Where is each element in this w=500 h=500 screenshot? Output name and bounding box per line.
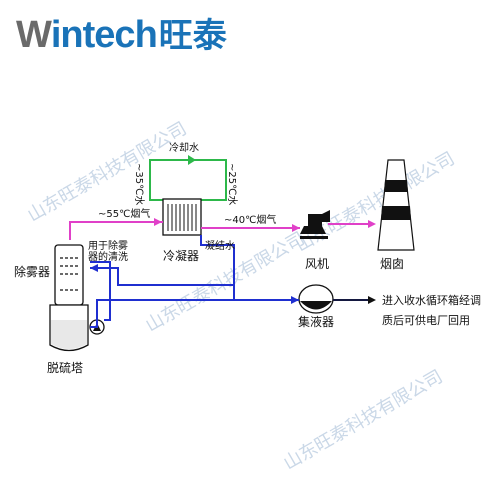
label-fan: 风机 (305, 257, 329, 271)
label-flue-55: ~55℃烟气 (98, 207, 150, 220)
watermark-3: 山东旺泰科技有限公司 (280, 366, 446, 474)
arrow-to-reuse (368, 296, 376, 304)
label-destination-2: 质后可供电厂回用 (382, 313, 470, 327)
label-flue-40: ~40℃烟气 (224, 213, 276, 226)
label-temp-35: ~35℃水 (133, 163, 145, 205)
label-demister: 除雾器 (14, 264, 50, 279)
cooling-water-loop (149, 159, 227, 201)
chimney-icon (377, 159, 415, 251)
arrow-to-chimney (368, 220, 376, 228)
label-collector: 集液器 (298, 314, 334, 329)
label-wash-1: 用于除雾 (88, 239, 128, 252)
tower-liquid (51, 320, 87, 349)
arrow-cold-water (188, 155, 196, 165)
arrow-flue-in (154, 218, 162, 226)
fan-icon (300, 210, 330, 239)
label-temp-25: ~25℃水 (226, 163, 238, 205)
logo-chinese: 旺泰 (158, 16, 227, 56)
logo-text: intech (50, 14, 158, 56)
watermark-4: 山东旺泰科技有限公司 (292, 148, 458, 256)
arrow-to-collector (291, 296, 299, 304)
label-condenser: 冷凝器 (163, 248, 199, 263)
label-destination-1: 进入收水循环箱经调 (382, 293, 481, 307)
flue-gas-lines (69, 221, 300, 240)
collector-tank (298, 284, 334, 314)
arrow-to-demister (90, 264, 98, 272)
logo-letter-w: W (16, 14, 52, 56)
label-desulfurization-tower: 脱硫塔 (47, 360, 83, 375)
condenser-unit (162, 198, 202, 236)
label-cold-water: 冷却水 (169, 141, 199, 154)
wintech-logo: W intech 旺泰 (16, 8, 227, 56)
label-chimney: 烟囱 (380, 257, 404, 271)
label-condensate: 凝结水 (205, 239, 235, 252)
arrow-flue-out (292, 224, 300, 232)
label-wash-2: 器的清洗 (88, 250, 128, 263)
